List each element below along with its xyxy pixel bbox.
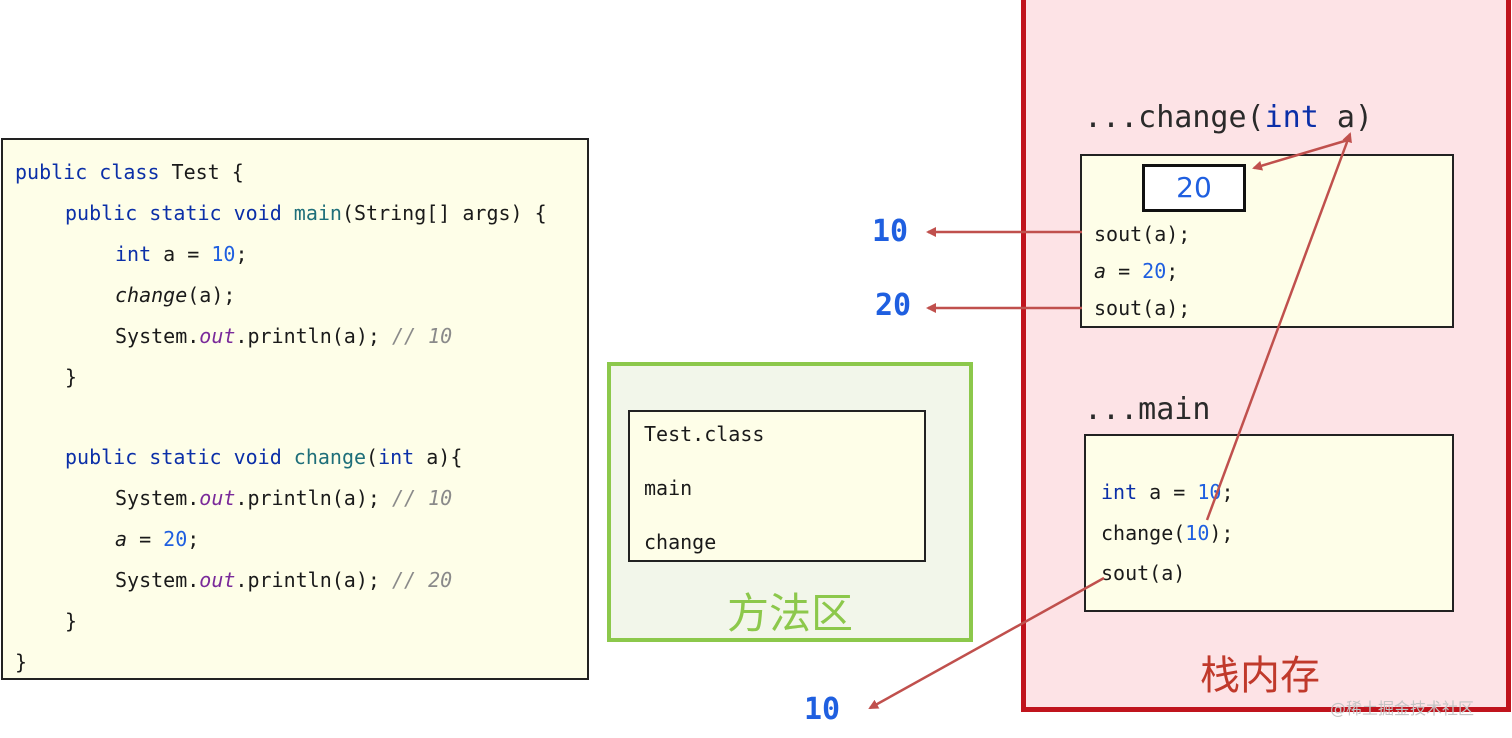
method-area-label: 方法区 — [726, 589, 853, 638]
code-line-println-main: System.out.println(a); // 10 — [115, 324, 453, 348]
change-frame-sout-1: sout(a); — [1094, 222, 1191, 246]
watermark: @稀土掘金技术社区 — [1330, 699, 1475, 718]
code-line-assign: a = 20; — [115, 527, 200, 551]
arrow-call-to-param — [1205, 132, 1352, 521]
class-item-test: Test.class — [644, 422, 765, 446]
stack-memory-label: 栈内存 — [1200, 653, 1320, 699]
change-frame-title: ...change(int a) — [1084, 100, 1373, 135]
main-frame-change-call: change(10); — [1101, 521, 1234, 545]
code-line-change-decl: public static void change(int a){ — [65, 445, 463, 469]
output-main: 10 — [804, 692, 841, 727]
arrow-main-sout-to-output — [868, 576, 1105, 710]
output-second: 20 — [875, 288, 912, 323]
code-line-int-a: int a = 10; — [115, 242, 248, 266]
class-item-main: main — [644, 476, 693, 500]
code-line-println-change-2: System.out.println(a); // 20 — [115, 568, 453, 592]
code-line-change-call: change(a); — [115, 283, 236, 307]
output-first: 10 — [872, 214, 909, 249]
main-frame-sout: sout(a) — [1101, 561, 1186, 585]
code-box: public class Test { public static void m… — [1, 138, 589, 680]
code-line-close-main: } — [65, 365, 78, 389]
class-item-change: change — [644, 530, 717, 554]
main-frame: int a = 10; change(10); sout(a) — [1084, 434, 1454, 612]
code-line-main-decl: public static void main(String[] args) { — [65, 201, 547, 225]
code-line-class: public class Test { — [15, 160, 244, 184]
code-line-close-change: } — [65, 609, 78, 633]
code-line-close-class: } — [15, 650, 28, 674]
code-line-println-change-1: System.out.println(a); // 10 — [115, 486, 453, 510]
param-value-box: 20 — [1142, 164, 1246, 212]
arrow-param-to-value — [1252, 138, 1349, 171]
main-frame-title: ...main — [1084, 392, 1211, 427]
change-frame-assign: a = 20; — [1094, 259, 1179, 283]
class-box: Test.class main change — [628, 410, 926, 562]
change-frame-sout-2: sout(a); — [1094, 296, 1191, 320]
